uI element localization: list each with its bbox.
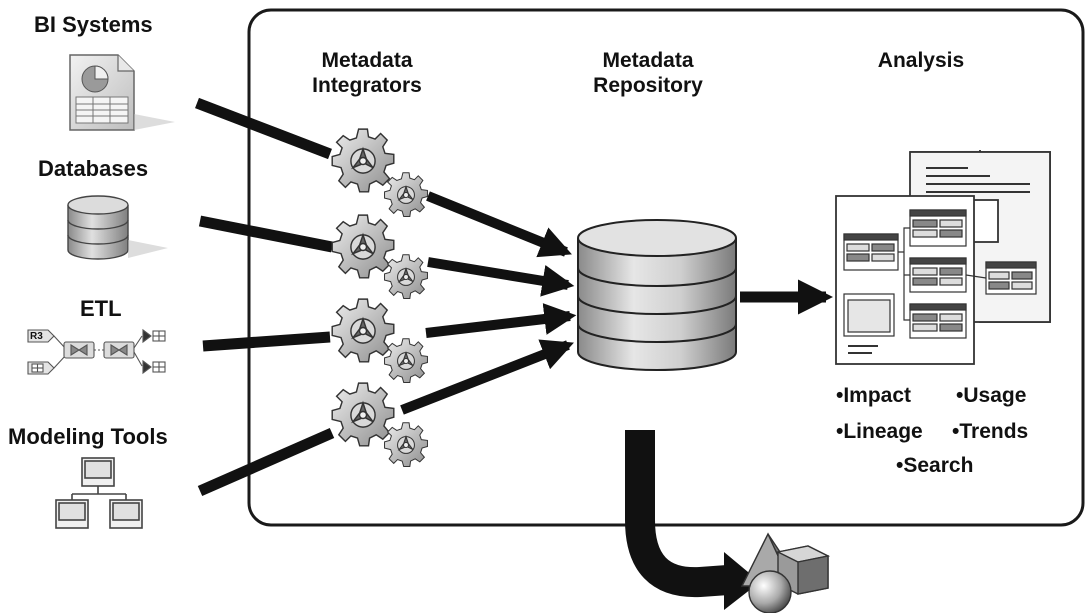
integrators-line1: Metadata — [321, 49, 413, 72]
etl-flow-icon — [27, 328, 166, 375]
export-arrowhead — [724, 552, 760, 610]
bullet-lineage: •Lineage — [836, 420, 923, 443]
source-label-modeling-tools: Modeling Tools — [8, 424, 168, 449]
integrators-line2: Integrators — [312, 74, 422, 97]
repository-line2: Repository — [593, 74, 703, 97]
analysis-report-icon — [835, 150, 1051, 365]
column-header-analysis: Analysis — [877, 49, 965, 72]
source-label-bi-systems: BI Systems — [34, 12, 153, 37]
export-curved-arrow — [625, 430, 730, 598]
gear-icon — [331, 214, 395, 279]
gear-icon — [384, 422, 428, 467]
database-icon — [67, 195, 168, 260]
bullet-search: •Search — [896, 454, 974, 477]
gear-icon — [331, 128, 395, 193]
gear-icon — [331, 298, 395, 363]
gear-icon — [331, 382, 395, 447]
modeling-hierarchy-icon — [55, 457, 143, 529]
integrator-to-repository-arrows — [400, 191, 577, 415]
repository-line1: Metadata — [602, 49, 694, 72]
bullet-usage: •Usage — [956, 384, 1027, 407]
bullet-trends: •Trends — [952, 420, 1029, 443]
column-header-repository: Metadata Repository — [578, 48, 718, 98]
gear-icon — [384, 254, 428, 299]
source-label-databases: Databases — [38, 156, 149, 181]
etl-r3-tag: R3 — [30, 331, 43, 342]
source-label-etl: ETL — [80, 296, 122, 321]
bullet-impact: •Impact — [836, 384, 912, 407]
bi-report-icon — [69, 54, 175, 131]
column-header-integrators: Metadata Integrators — [302, 48, 432, 98]
metadata-repository-cylinder — [577, 219, 737, 371]
gear-icon — [384, 172, 428, 217]
model-shapes-icon — [740, 532, 831, 613]
gear-icon — [384, 338, 428, 383]
source-to-integrator-arrows — [195, 97, 335, 497]
